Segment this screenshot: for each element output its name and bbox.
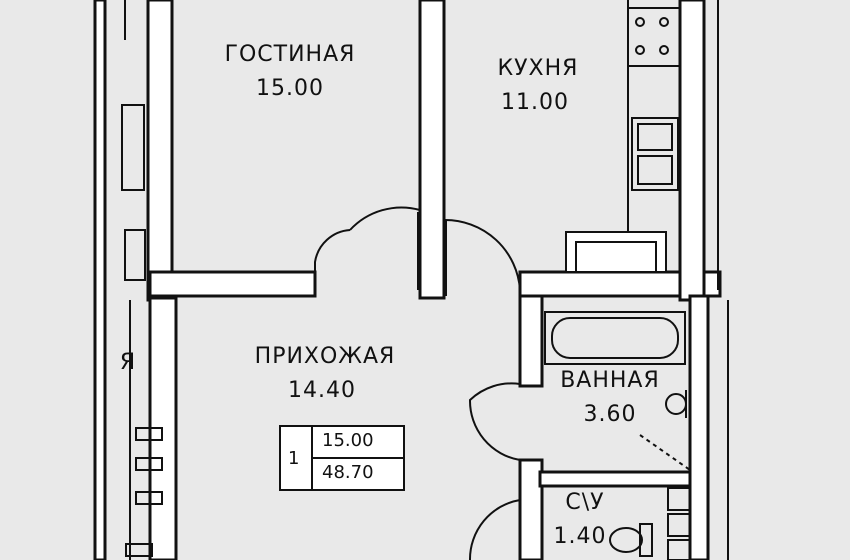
area-table-living-area: 15.00: [322, 430, 374, 451]
side-fragment-label: Я: [119, 350, 137, 375]
area-table-index: 1: [288, 448, 300, 469]
stove: [627, 7, 681, 67]
living-kitchen-wall: [418, 0, 446, 300]
left-outer-wall: [93, 0, 107, 560]
hall-radiators: [125, 427, 163, 557]
toilet-area: 1.40: [553, 524, 607, 549]
door-toilet-arc: [468, 499, 521, 560]
bath-right-wall: [688, 294, 710, 560]
bath-left-wall-bottom: [518, 458, 544, 560]
bath-toilet-wall: [538, 470, 692, 488]
service-shafts: [667, 487, 691, 560]
bathtub: [544, 311, 686, 365]
left-window-marks: [121, 0, 146, 560]
toilet: [609, 523, 653, 557]
right-window-marks: [717, 0, 729, 560]
door-living-arc-2: [349, 206, 421, 231]
kitchen-right-wall: [678, 0, 706, 302]
door-living-arc: [314, 229, 351, 296]
kitchen-area: 11.00: [501, 90, 569, 115]
kitchen-cabinet: [565, 231, 667, 273]
kitchen-name: КУХНЯ: [497, 56, 579, 81]
area-table-total-area: 48.70: [322, 462, 374, 483]
living-hall-wall: [148, 270, 317, 298]
hallway-area: 14.40: [288, 378, 356, 403]
area-table-frame: [279, 425, 405, 491]
door-bath-arc: [468, 382, 521, 461]
living-room-area: 15.00: [256, 76, 324, 101]
hallway-name: ПРИХОЖАЯ: [254, 344, 396, 369]
bathroom-area: 3.60: [583, 402, 637, 427]
bath-left-wall-top: [518, 294, 544, 388]
bathroom-name: ВАННАЯ: [560, 368, 660, 393]
kitchen-counter: [627, 0, 679, 232]
door-kitchen-arc: [443, 218, 521, 291]
living-room-name: ГОСТИНАЯ: [224, 42, 356, 67]
doors: [314, 206, 521, 560]
toilet-name: С\У: [565, 490, 605, 515]
living-left-wall: [146, 0, 174, 302]
bath-sink: [639, 390, 691, 471]
